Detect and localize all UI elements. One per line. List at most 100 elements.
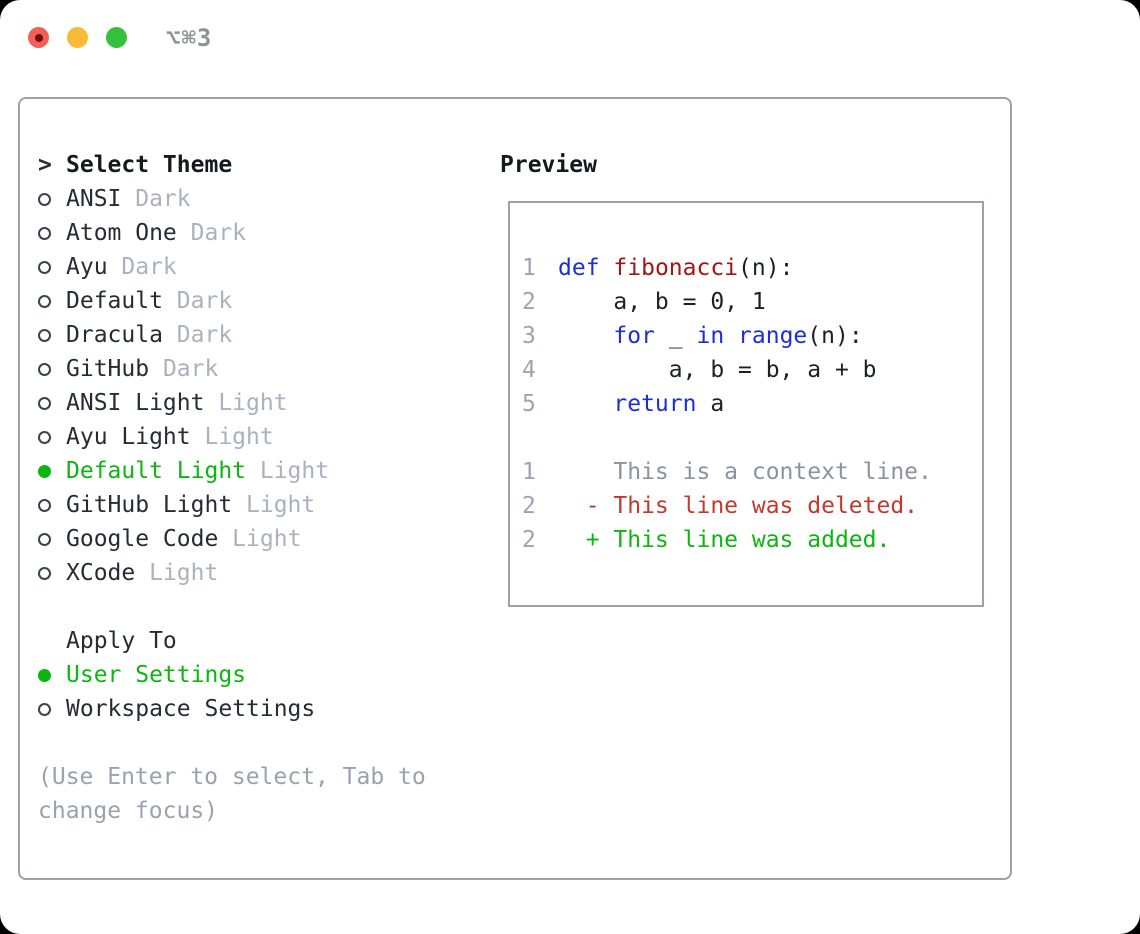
apply-to-header: Apply To (38, 624, 315, 658)
apply-to-title: Apply To (66, 628, 177, 654)
line-number: 2 (522, 527, 536, 553)
theme-variant-label: Dark (149, 356, 219, 382)
theme-option-label: XCode (66, 560, 136, 586)
theme-option[interactable]: XCode Light (38, 556, 329, 590)
radio-selected-icon[interactable] (38, 668, 66, 682)
theme-variant-label: Light (218, 526, 302, 552)
theme-variant-label: Dark (176, 220, 247, 246)
code-token-code: (n): (807, 323, 863, 349)
theme-option-label: Ayu Light (66, 424, 191, 450)
radio-unselected-icon[interactable] (38, 430, 66, 444)
radio-circle (38, 532, 51, 546)
radio-unselected-icon[interactable] (38, 532, 66, 546)
line-number: 5 (522, 391, 536, 417)
hint-line: (Use Enter to select, Tab to (38, 764, 426, 790)
radio-circle (38, 226, 51, 240)
theme-option[interactable]: GitHub Dark (38, 352, 329, 386)
code-line: 3 for _ in range(n): (522, 319, 932, 353)
code-token-kw: def (558, 255, 600, 281)
radio-unselected-icon[interactable] (38, 498, 66, 512)
theme-option[interactable]: Default Light Light (38, 454, 329, 488)
radio-unselected-icon[interactable] (38, 566, 66, 580)
theme-variant-label: Light (135, 560, 219, 586)
theme-option[interactable]: ANSI Dark (38, 182, 329, 216)
minimize-button[interactable] (67, 27, 88, 48)
hint-line: change focus) (38, 798, 219, 824)
radio-unselected-icon[interactable] (38, 260, 66, 274)
code-token-code: _ (654, 323, 697, 349)
radio-circle (38, 396, 51, 410)
code-token-del: - This line was deleted. (558, 493, 919, 519)
radio-circle (38, 260, 51, 274)
radio-circle (38, 192, 51, 206)
radio-unselected-icon[interactable] (38, 328, 66, 342)
code-token-kw: range (738, 323, 808, 349)
radio-unselected-icon[interactable] (38, 396, 66, 410)
radio-unselected-icon[interactable] (38, 192, 66, 206)
theme-option-label: Default Light (66, 458, 247, 484)
code-line (522, 421, 932, 455)
radio-selected-icon[interactable] (38, 464, 66, 478)
apply-to-option[interactable]: User Settings (38, 658, 315, 692)
radio-circle (38, 362, 51, 376)
radio-circle (38, 668, 51, 682)
theme-variant-label: Dark (162, 322, 233, 348)
line-number: 1 (522, 255, 536, 281)
line-number: 3 (522, 323, 536, 349)
theme-option-label: Dracula (66, 322, 163, 348)
code-token-ctx: This is a context line. (558, 459, 932, 485)
radio-circle (38, 328, 51, 342)
theme-variant-label: Dark (121, 186, 191, 212)
radio-unselected-icon[interactable] (38, 362, 66, 376)
theme-option[interactable]: ANSI Light Light (38, 386, 329, 420)
preview-title: Preview (500, 152, 597, 178)
window-title: ⌥⌘3 (166, 24, 213, 52)
code-token-code: a, b = 0, 1 (558, 289, 766, 315)
code-token-code: a (696, 391, 725, 417)
apply-to-option-label: User Settings (66, 662, 247, 688)
code-token-code (558, 323, 613, 349)
code-token-kw: return (613, 391, 697, 417)
code-line: 2 + This line was added. (522, 523, 932, 557)
theme-option[interactable]: Atom One Dark (38, 216, 329, 250)
theme-option[interactable]: Google Code Light (38, 522, 329, 556)
theme-variant-label: Light (232, 492, 316, 518)
theme-option-label: ANSI (66, 186, 122, 212)
theme-option-label: Atom One (66, 220, 177, 246)
theme-option-label: GitHub Light (66, 492, 233, 518)
zoom-button[interactable] (106, 27, 127, 48)
theme-variant-label: Light (204, 390, 288, 416)
apply-to-option-label: Workspace Settings (66, 696, 316, 722)
code-line: 2 - This line was deleted. (522, 489, 932, 523)
apply-to-option[interactable]: Workspace Settings (38, 692, 315, 726)
code-token-code (724, 323, 738, 349)
code-token-code (600, 255, 614, 281)
code-line: 5 return a (522, 387, 932, 421)
radio-unselected-icon[interactable] (38, 226, 66, 240)
theme-option[interactable]: GitHub Light Light (38, 488, 329, 522)
code-line: 4 a, b = b, a + b (522, 353, 932, 387)
window-titlebar: ⌥⌘3 (0, 0, 1140, 76)
theme-option-label: Default (66, 288, 163, 314)
radio-circle (38, 294, 51, 308)
theme-option[interactable]: Ayu Light Light (38, 420, 329, 454)
radio-unselected-icon[interactable] (38, 702, 66, 716)
theme-variant-label: Light (190, 424, 274, 450)
theme-option[interactable]: Ayu Dark (38, 250, 329, 284)
theme-option[interactable]: Dracula Dark (38, 318, 329, 352)
radio-circle (38, 430, 51, 444)
radio-circle (38, 566, 51, 580)
radio-unselected-icon[interactable] (38, 294, 66, 308)
line-number: 2 (522, 289, 536, 315)
radio-circle (38, 464, 51, 478)
theme-option[interactable]: Default Dark (38, 284, 329, 318)
theme-variant-label: Dark (162, 288, 233, 314)
radio-circle (38, 702, 51, 716)
code-line: 2 a, b = 0, 1 (522, 285, 932, 319)
close-button[interactable] (28, 27, 49, 48)
